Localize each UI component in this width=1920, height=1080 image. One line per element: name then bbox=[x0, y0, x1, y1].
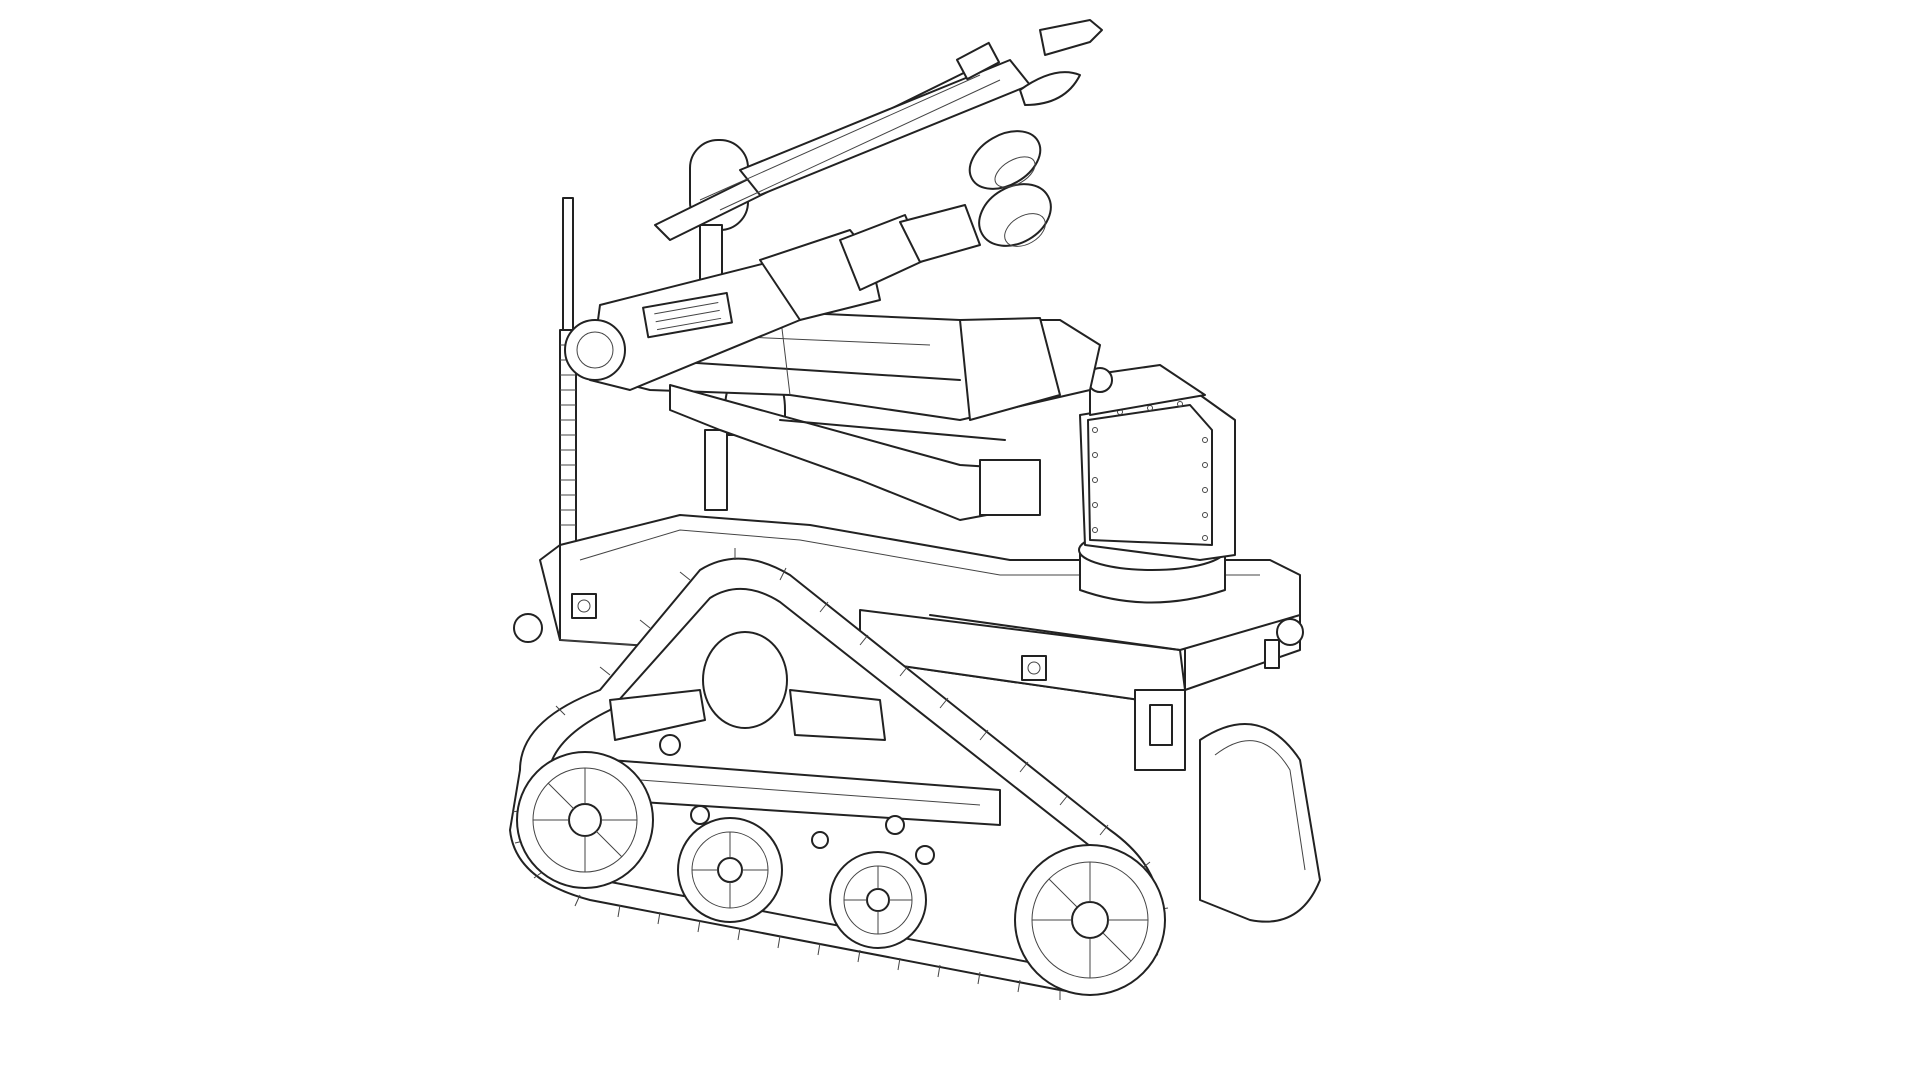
gripper-icon bbox=[654, 19, 1103, 241]
hub-cylinder bbox=[702, 631, 788, 729]
connector-icon bbox=[571, 593, 597, 619]
elbow-joint bbox=[564, 319, 626, 381]
connector-icon bbox=[1021, 655, 1047, 681]
turret-base bbox=[1078, 364, 1236, 604]
wheel-icon bbox=[829, 851, 927, 949]
camera-icon bbox=[978, 183, 1052, 247]
idler-rollers bbox=[659, 734, 935, 865]
camera-icon bbox=[968, 130, 1042, 190]
wheel-icon bbox=[1014, 844, 1166, 996]
wheel-icon bbox=[677, 817, 783, 923]
suspension bbox=[609, 631, 1001, 826]
arm-wrist bbox=[839, 130, 1052, 291]
tow-ring bbox=[1276, 618, 1304, 646]
wheel-icon bbox=[516, 751, 654, 889]
tow-ring bbox=[513, 613, 543, 643]
